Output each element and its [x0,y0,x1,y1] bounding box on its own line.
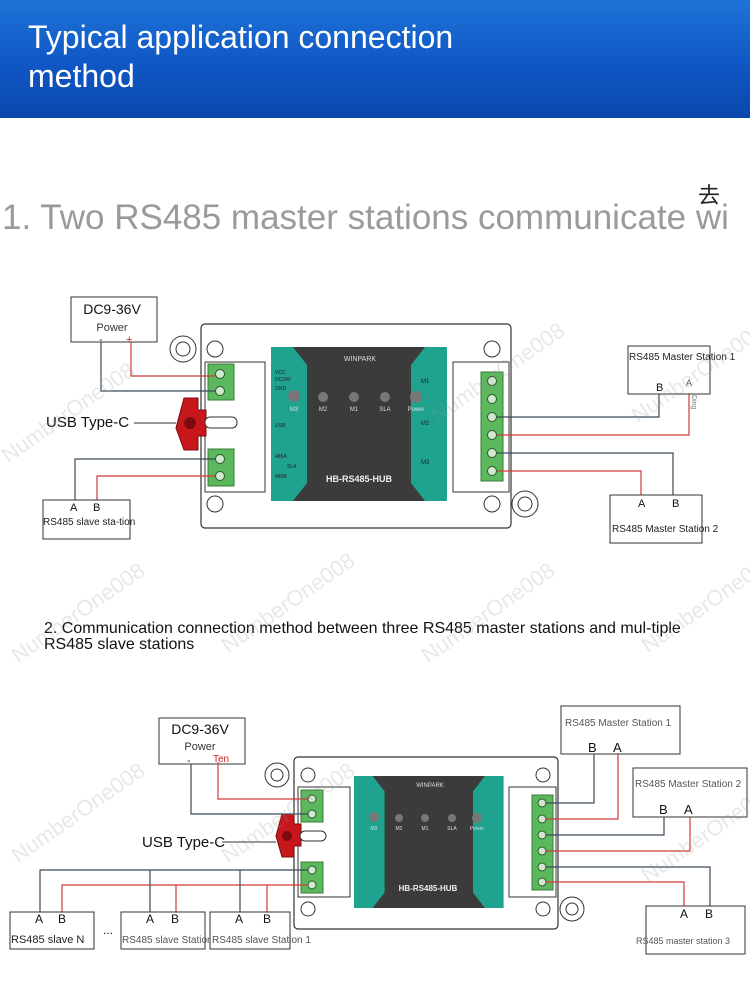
power-supply-box-2: DC9-36V Power - Ten [158,717,246,767]
section2-title: 2. Communication connection method betwe… [44,620,681,653]
svg-text:B: B [588,740,597,755]
svg-text:M2: M2 [396,826,403,832]
page-title: Typical application connection method [28,19,454,94]
svg-text:Ding: Ding [690,395,697,410]
svg-text:B: B [659,802,668,817]
svg-text:SLA: SLA [379,407,390,413]
svg-text:485A: 485A [275,454,287,460]
svg-text:B: B [58,912,66,926]
svg-text:B: B [656,382,663,394]
slave-ellipsis: ... [103,923,113,937]
power-supply-box: DC9-36V Power - + [70,296,158,346]
master-station-2-box: A B RS485 Master Station 2 [609,494,719,544]
svg-text:A: A [638,498,646,510]
master-station-2-box-2: RS485 Master Station 2 B A [632,767,748,818]
svg-text:A: A [684,802,693,817]
svg-text:RS485 slave sta-tion: RS485 slave sta-tion [43,517,135,528]
svg-text:DC24V: DC24V [275,377,292,383]
svg-text:RS485 Master Station 2: RS485 Master Station 2 [635,779,742,790]
svg-text:USB: USB [275,423,286,429]
slave-2-box: A B RS485 slave Station 2 [120,911,221,950]
slave-1-box: A B RS485 slave Station 1 [209,911,311,950]
svg-text:B: B [705,907,713,921]
svg-text:B: B [171,912,179,926]
power-minus: - [99,334,103,346]
svg-text:M3: M3 [290,407,299,413]
svg-text:Power: Power [407,407,424,413]
svg-text:RS485 Master Station 1: RS485 Master Station 1 [629,352,736,363]
section1-title: 1. Two RS485 master stations communicate… [2,198,729,237]
svg-text:M3: M3 [371,826,378,832]
slave-n-box: A B RS485 slave N [9,911,95,950]
svg-text:VCC: VCC [275,370,286,376]
svg-text:RS485 slave N: RS485 slave N [11,934,84,946]
svg-text:RS485 slave Station 1: RS485 slave Station 1 [212,935,311,946]
power-plus: + [126,334,132,346]
svg-text:A: A [70,502,78,514]
svg-text:M1: M1 [350,407,359,413]
svg-text:A: A [146,912,154,926]
svg-text:HB-RS485-HUB: HB-RS485-HUB [399,884,458,893]
svg-text:Ten: Ten [213,754,229,765]
master-station-1-box-2: RS485 Master Station 1 B A [560,705,681,755]
header-banner: Typical application connection method [0,0,750,118]
svg-text:M2: M2 [319,407,328,413]
device-model: HB-RS485-HUB [326,474,393,484]
svg-text:B: B [93,502,100,514]
svg-text:RS485 Master Station 1: RS485 Master Station 1 [565,718,672,729]
usb-type-c-label: USB Type-C [46,414,129,431]
master-station-3-box: A B RS485 master station 3 [636,905,746,955]
svg-text:Power: Power [184,741,216,753]
power-voltage: DC9-36V [83,301,141,317]
svg-text:RS485 slave Station 2: RS485 slave Station 2 [122,935,221,946]
svg-text:SLA: SLA [447,826,457,832]
svg-text:B: B [263,912,271,926]
slave-station-box: A B RS485 slave sta-tion [42,499,135,540]
svg-text:Power: Power [470,826,485,832]
hub-device: WINPARK HB-RS485-HUB M3 M2 M1 SLA Power … [169,323,539,529]
svg-text:M3: M3 [421,460,430,466]
svg-text:A: A [613,740,622,755]
svg-text:A: A [680,907,688,921]
power-label: Power [96,322,128,334]
svg-text:DC9-36V: DC9-36V [171,721,229,737]
svg-text:M2: M2 [421,421,430,427]
svg-text:A: A [686,378,692,388]
master-station-1-box: RS485 Master Station 1 B A Ding [627,345,736,410]
svg-text:GND: GND [275,386,287,392]
svg-text:M1: M1 [422,826,429,832]
svg-text:M1: M1 [421,379,430,385]
corner-glyph: 去 [698,183,721,208]
usb-type-c-label-2: USB Type-C [142,834,225,851]
svg-text:A: A [235,912,243,926]
svg-text:RS485 Master Station 2: RS485 Master Station 2 [612,524,719,535]
svg-text:-: - [187,755,191,767]
svg-text:A: A [35,912,43,926]
device-brand: WINPARK [344,356,376,363]
svg-text:B: B [672,498,679,510]
svg-text:WINPARK: WINPARK [416,783,444,789]
svg-text:RS485 master station 3: RS485 master station 3 [636,936,730,946]
svg-text:SLA: SLA [287,464,297,470]
svg-text:485B: 485B [275,474,287,480]
